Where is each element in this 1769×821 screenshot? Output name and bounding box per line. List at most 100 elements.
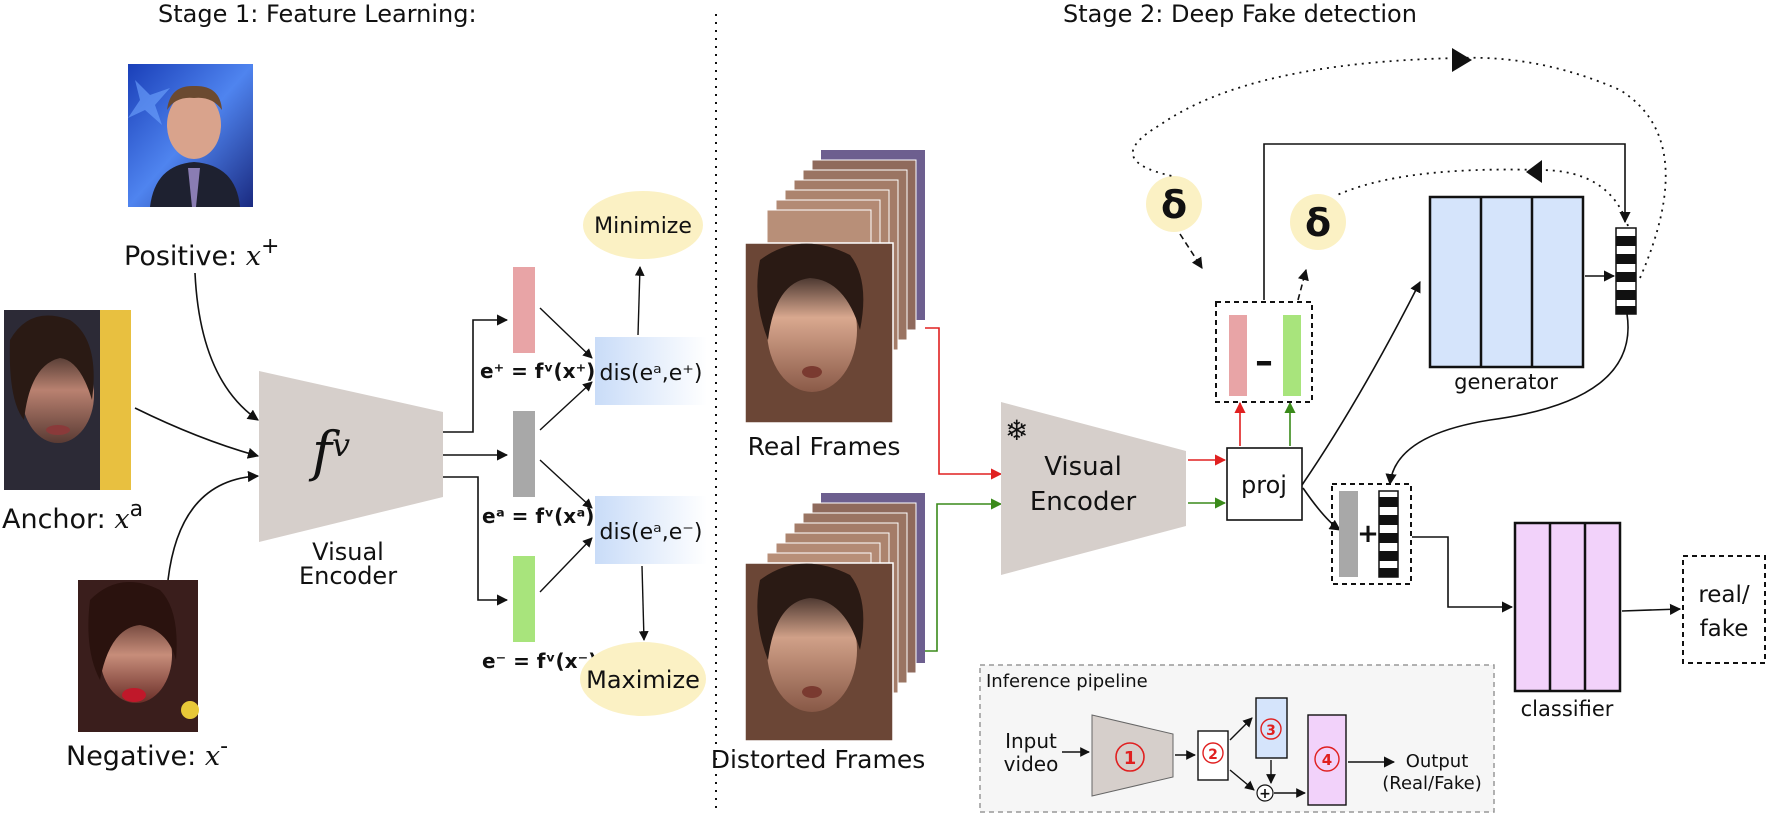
anchor-emb-to-dis1 bbox=[539, 381, 593, 431]
dis-positive-text: dis(eᵃ,e⁺) bbox=[600, 361, 703, 386]
positive-embedding bbox=[513, 267, 535, 353]
combined-code-vector bbox=[1378, 490, 1399, 578]
delta-circle-1 bbox=[1146, 176, 1202, 232]
inf-encoder-shape bbox=[1091, 714, 1174, 797]
encoder-to-negative-arrow bbox=[443, 476, 509, 606]
delta-label-2: δ bbox=[1305, 201, 1331, 245]
stage1-encoder-label-1: Visual bbox=[312, 538, 384, 566]
generator-label: generator bbox=[1454, 370, 1558, 394]
classifier-label: classifier bbox=[1521, 697, 1614, 721]
output-box bbox=[1682, 555, 1766, 664]
stage1-title: Stage 1: Feature Learning: bbox=[158, 0, 477, 28]
neg-emb-to-dis2 bbox=[539, 537, 593, 593]
real-frames-stack bbox=[744, 150, 925, 424]
proj-box bbox=[1226, 447, 1303, 521]
inference-title: Inference pipeline bbox=[986, 671, 1148, 692]
inf-proj-to-plus-arrow bbox=[1229, 769, 1255, 791]
inference-panel bbox=[979, 664, 1495, 813]
output-label-2: fake bbox=[1700, 616, 1749, 642]
anchor-to-encoder-arrow bbox=[134, 407, 260, 459]
anchor-embedding bbox=[513, 411, 535, 497]
combined-box bbox=[1331, 483, 1412, 585]
generator-block bbox=[1428, 195, 1585, 369]
step3-circle bbox=[1260, 718, 1282, 740]
step3-number: 3 bbox=[1266, 723, 1276, 739]
maximize-label: Maximize bbox=[586, 666, 700, 694]
step2-circle bbox=[1202, 742, 1224, 764]
proj-to-combined-arrow bbox=[1302, 487, 1341, 531]
inference-input-1: Input bbox=[1005, 729, 1057, 753]
minimize-label: Minimize bbox=[594, 214, 692, 239]
dis2-to-maximize bbox=[638, 565, 649, 641]
minus-sign: – bbox=[1255, 341, 1273, 382]
stage2-encoder-label-1: Visual bbox=[1044, 452, 1122, 482]
stage2-encoder-label-2: Encoder bbox=[1030, 487, 1137, 517]
positive-sup: + bbox=[261, 234, 279, 259]
generated-code-vector bbox=[1615, 227, 1637, 315]
classifier-to-output-arrow bbox=[1621, 603, 1682, 615]
dis-negative-text: dis(eᵃ,e⁻) bbox=[600, 520, 703, 545]
inner-arc-arrowhead bbox=[1526, 160, 1542, 183]
combined-to-classifier-arrow bbox=[1412, 536, 1514, 613]
stage2-title: Stage 2: Deep Fake detection bbox=[1063, 0, 1417, 28]
step4-number: 4 bbox=[1322, 751, 1332, 769]
distorted-to-encoder-arrow bbox=[925, 498, 1003, 652]
real-frames-label: Real Frames bbox=[748, 432, 901, 461]
stage2-visual-encoder bbox=[1001, 402, 1186, 575]
svg-text:Negative: x-: Negative: x- bbox=[66, 734, 228, 772]
distorted-frames-stack bbox=[744, 493, 925, 742]
diff-to-generator-top-arrow bbox=[1263, 143, 1631, 300]
delta1-to-diff-arrow bbox=[1179, 233, 1203, 269]
pos-emb-to-dis1 bbox=[539, 307, 593, 359]
outer-arc-arrowhead bbox=[1452, 48, 1472, 72]
svg-text:fv: fv bbox=[308, 420, 350, 483]
feedback-outer-dotted bbox=[1131, 56, 1667, 279]
minimize-ellipse bbox=[583, 191, 703, 259]
classifier-block bbox=[1513, 521, 1622, 693]
eq-negative: e⁻ = fᵛ(x⁻) bbox=[482, 649, 597, 673]
negative-sup: - bbox=[220, 734, 228, 759]
inf-classifier-box bbox=[1307, 714, 1347, 806]
difference-box bbox=[1215, 301, 1313, 403]
anchor-sup: a bbox=[130, 497, 143, 522]
inference-input-2: video bbox=[1004, 752, 1059, 776]
delta-label-1: δ bbox=[1161, 183, 1187, 227]
dis-positive-box bbox=[595, 337, 707, 405]
real-to-encoder-arrow bbox=[925, 327, 1003, 480]
inf-plus-node bbox=[1256, 784, 1274, 802]
delta2-to-diff-arrow bbox=[1297, 268, 1309, 301]
dis-negative-box bbox=[595, 496, 707, 564]
negative-photo bbox=[78, 580, 199, 732]
eq-anchor: eᵃ = fᵛ(xᵃ) bbox=[482, 504, 594, 528]
anchor-emb-to-dis2 bbox=[539, 459, 593, 509]
dis1-to-minimize bbox=[634, 266, 645, 336]
anchor-symbol: x bbox=[114, 504, 129, 535]
positive-photo bbox=[128, 64, 253, 207]
step1-circle bbox=[1115, 742, 1145, 772]
step2-number: 2 bbox=[1208, 747, 1218, 763]
negative-embedding bbox=[513, 556, 535, 642]
anchor-label: Anchor: bbox=[2, 504, 114, 535]
negative-label: Negative: bbox=[66, 741, 205, 772]
inference-output-1: Output bbox=[1406, 751, 1469, 772]
inference-output-2: (Real/Fake) bbox=[1382, 773, 1482, 794]
code-to-combined-arrow bbox=[1385, 313, 1629, 486]
step1-number: 1 bbox=[1124, 748, 1137, 769]
stage1-encoder-label-2: Encoder bbox=[299, 562, 397, 590]
distorted-frames-label: Distorted Frames bbox=[711, 745, 926, 774]
diff-pink-embedding bbox=[1229, 315, 1247, 396]
positive-label: Positive: bbox=[124, 241, 246, 272]
proj-to-generator-arrow bbox=[1301, 281, 1421, 486]
delta-circle-2 bbox=[1290, 194, 1346, 250]
combined-gray-embedding bbox=[1339, 491, 1358, 577]
negative-symbol: x bbox=[205, 741, 220, 772]
negative-to-encoder-arrow bbox=[167, 470, 260, 581]
svg-text:Anchor: xa: Anchor: xa bbox=[2, 497, 143, 535]
svg-text:Positive: x+: Positive: x+ bbox=[124, 234, 279, 272]
step4-circle bbox=[1314, 746, 1340, 772]
positive-to-encoder-arrow bbox=[194, 272, 259, 421]
stage1-visual-encoder bbox=[259, 371, 443, 542]
encoder-to-positive-arrow bbox=[443, 314, 509, 433]
inf-proj-to-gen-arrow bbox=[1229, 717, 1253, 741]
